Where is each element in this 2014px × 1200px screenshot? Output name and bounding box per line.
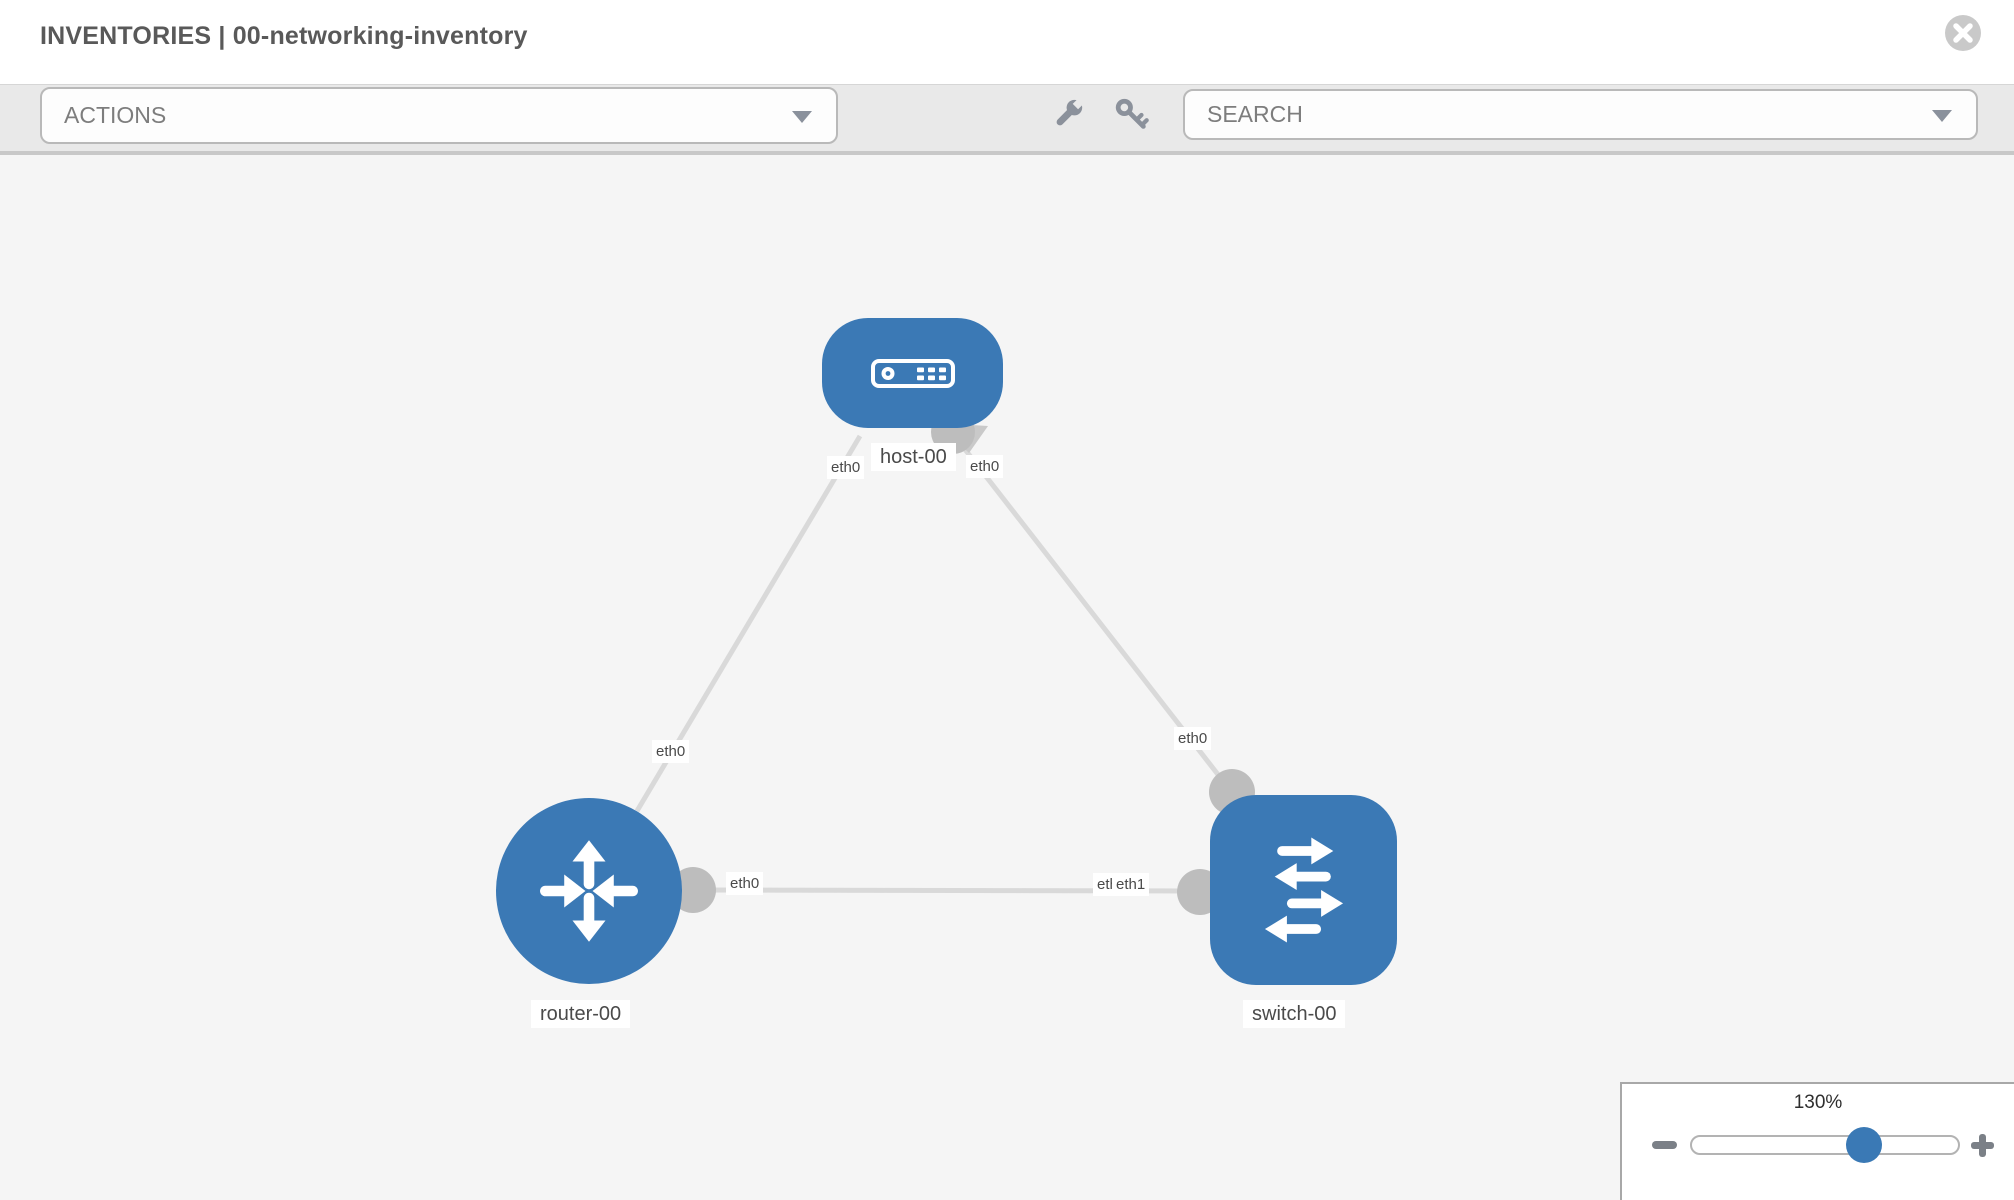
zoom-level-label: 130%	[1793, 1092, 1843, 1113]
chevron-down-icon	[1932, 109, 1952, 122]
zoom-panel: 130%	[1620, 1082, 2014, 1200]
credentials-button[interactable]	[1112, 96, 1150, 134]
zoom-in-icon[interactable]	[1971, 1134, 1994, 1157]
port-label-switch-eth1: eth1	[1112, 873, 1150, 896]
header-bar: INVENTORIES | 00-networking-inventory	[0, 0, 2014, 84]
zoom-slider[interactable]	[1690, 1135, 1960, 1155]
port-label-switch-eth0: eth0	[1174, 727, 1212, 750]
port-label-router-eth0: eth0	[652, 740, 690, 763]
close-button[interactable]	[1944, 14, 1982, 52]
key-icon	[1115, 98, 1149, 129]
chevron-down-icon	[792, 110, 812, 123]
toolbar: ACTIONS SEARCH	[0, 84, 2014, 155]
host-icon	[870, 358, 955, 388]
configure-button[interactable]	[1048, 96, 1086, 134]
node-label-switch: switch-00	[1243, 1000, 1346, 1028]
search-dropdown[interactable]: SEARCH	[1183, 89, 1978, 140]
port-label-router-eth0b: eth0	[726, 872, 764, 895]
search-placeholder: SEARCH	[1207, 101, 1303, 127]
node-host-00[interactable]	[822, 318, 1003, 428]
node-label-router: router-00	[531, 1000, 631, 1028]
port-label-host-eth0: eth0	[827, 456, 865, 479]
router-icon	[540, 840, 638, 942]
node-switch-00[interactable]	[1210, 795, 1397, 985]
node-router-00[interactable]	[496, 798, 682, 984]
page-title: INVENTORIES | 00-networking-inventory	[40, 22, 528, 50]
port-router-eth0	[670, 867, 716, 913]
node-label-host: host-00	[871, 443, 956, 471]
zoom-out-icon[interactable]	[1652, 1141, 1677, 1149]
actions-dropdown[interactable]: ACTIONS	[40, 87, 838, 144]
actions-dropdown-label: ACTIONS	[64, 102, 167, 128]
port-label-host-eth0b: eth0	[966, 455, 1004, 478]
zoom-slider-handle[interactable]	[1846, 1127, 1882, 1163]
topology-canvas[interactable]: host-00 router-00 switch-00 eth0 eth0 et…	[0, 155, 2014, 1200]
close-icon	[1945, 15, 1981, 51]
wrench-icon	[1056, 96, 1086, 126]
switch-icon	[1264, 837, 1343, 943]
